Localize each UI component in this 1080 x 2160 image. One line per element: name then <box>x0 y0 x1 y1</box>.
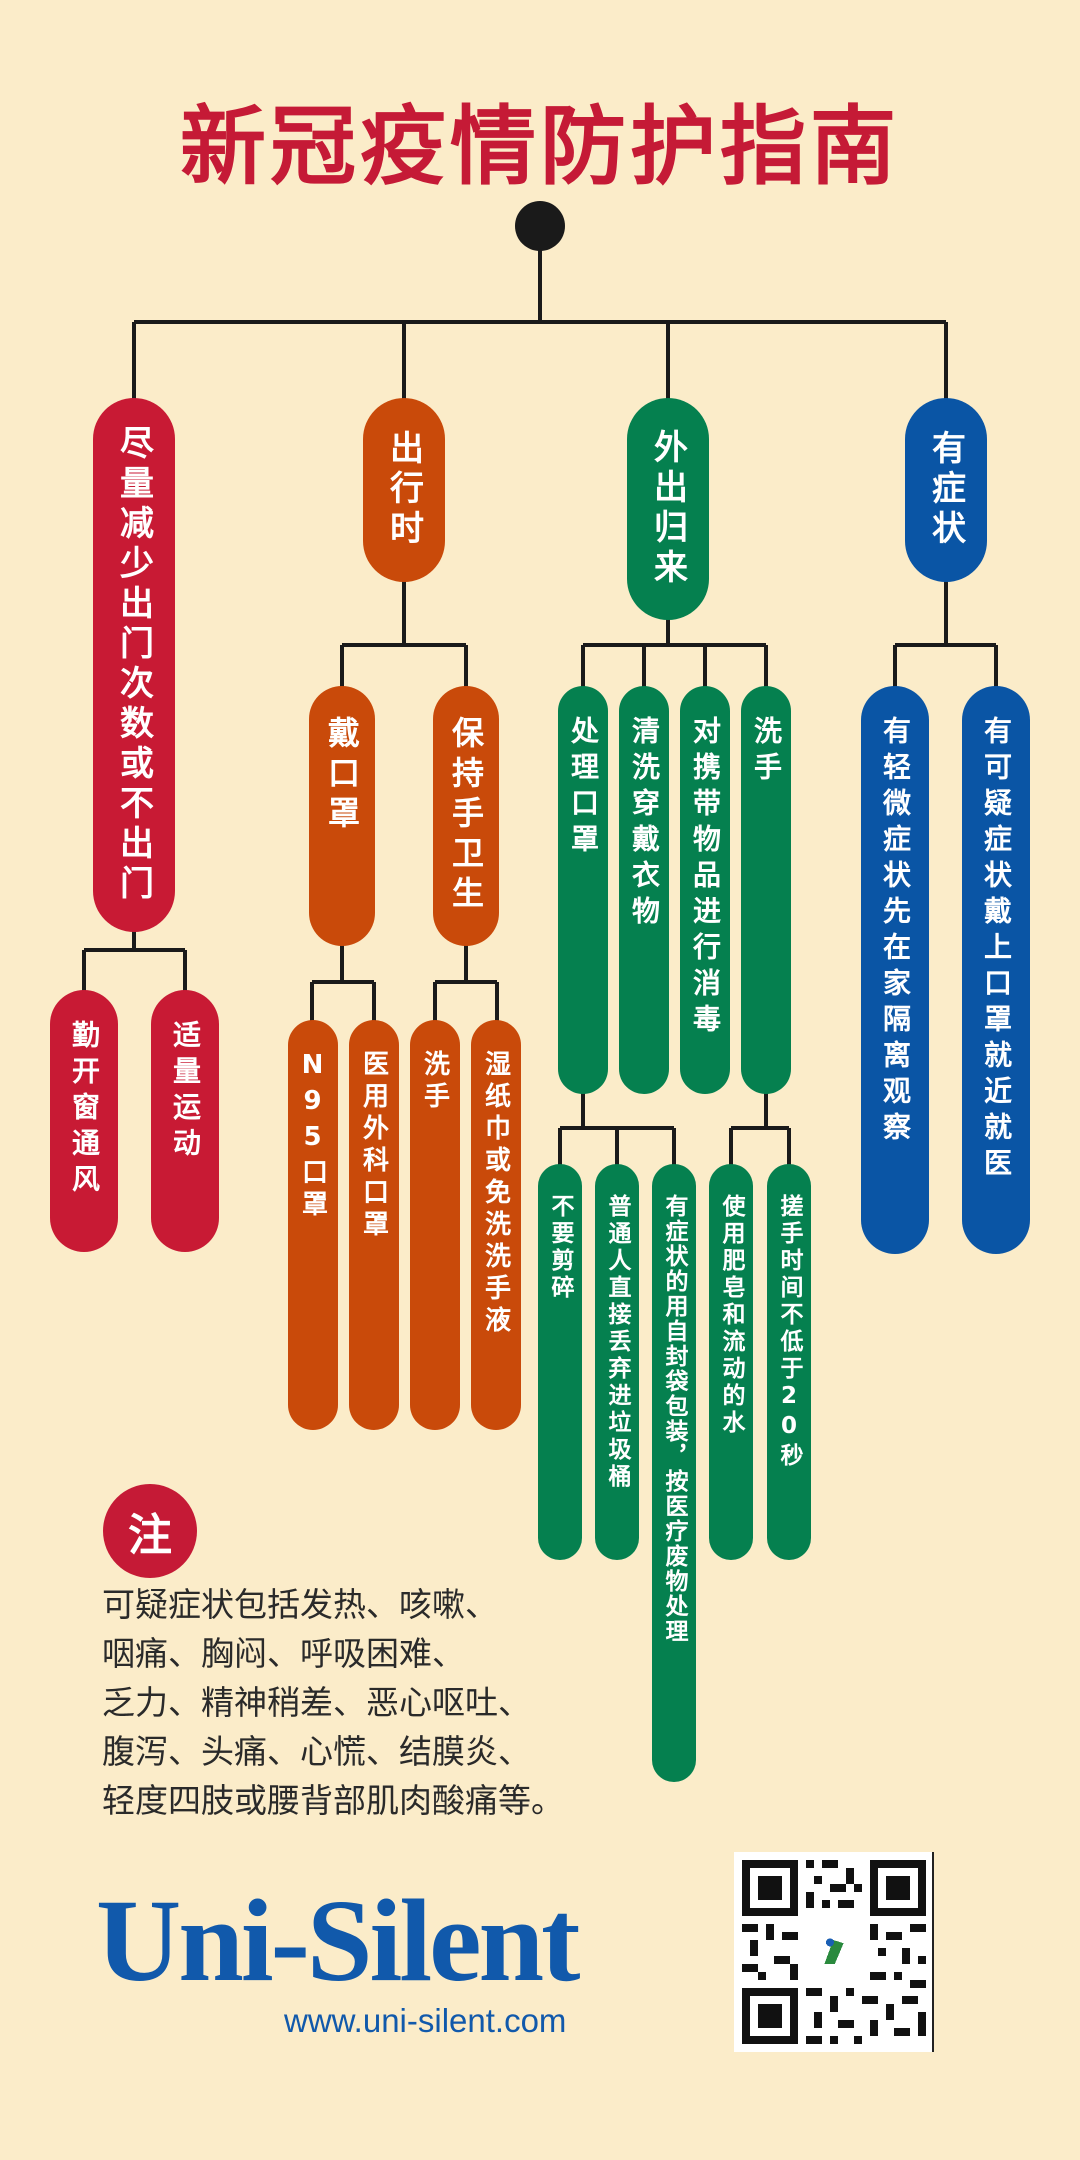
node-wash-hands: 洗手 <box>741 686 791 1094</box>
node-label: 洗手 <box>750 716 783 788</box>
qr-divider <box>932 1852 934 2052</box>
leaf-soap-water: 使用肥皂和流动的水 <box>709 1164 753 1560</box>
node-hand-hygiene: 保持手卫生 <box>433 686 499 946</box>
branch-label: 外出归来 <box>647 429 688 589</box>
node-handle-mask: 处理口罩 <box>558 686 608 1094</box>
node-label: 戴口罩 <box>323 716 361 836</box>
leaf-rub-20s: 搓手时间不低于20秒 <box>767 1164 811 1560</box>
node-label: 处理口罩 <box>567 716 600 860</box>
node-label: 保持手卫生 <box>447 716 485 916</box>
node-disinfect-items: 对携带物品进行消毒 <box>680 686 730 1094</box>
branch-symptoms: 有症状 <box>905 398 987 582</box>
leaf-wash-hands: 洗手 <box>410 1020 460 1430</box>
leaf-do-not-cut: 不要剪碎 <box>538 1164 582 1560</box>
node-label: 清洗穿戴衣物 <box>628 716 661 932</box>
node-label: 对携带物品进行消毒 <box>689 716 722 1040</box>
qr-code-icon <box>734 1852 934 2052</box>
leaf-label: 湿纸巾或免洗洗手液 <box>480 1050 511 1338</box>
note-text: 可疑症状包括发热、咳嗽、 咽痛、胸闷、呼吸困难、 乏力、精神稍差、恶心呕吐、 腹… <box>102 1585 564 1820</box>
branch-return-home: 外出归来 <box>627 398 709 620</box>
leaf-label: N95口罩 <box>297 1050 328 1222</box>
leaf-label: 有轻微症状先在家隔离观察 <box>879 716 912 1148</box>
leaf-discard-trash: 普通人直接丢弃进垃圾桶 <box>595 1164 639 1560</box>
leaf-label: 搓手时间不低于20秒 <box>776 1194 802 1470</box>
leaf-ventilate: 勤开窗通风 <box>50 990 118 1252</box>
page-title: 新冠疫情防护指南 <box>180 97 900 197</box>
leaf-label: 使用肥皂和流动的水 <box>718 1194 744 1437</box>
leaf-label: 不要剪碎 <box>547 1194 573 1302</box>
leaf-label: 有症状的用自封袋包装，按医疗废物处理 <box>661 1194 687 1644</box>
leaf-exercise: 适量运动 <box>151 990 219 1252</box>
branch-label: 尽量减少出门次数或不出门 <box>113 425 154 905</box>
note-badge: 注 <box>103 1484 197 1578</box>
leaf-label: 洗手 <box>419 1050 450 1114</box>
leaf-surgical-mask: 医用外科口罩 <box>349 1020 399 1430</box>
leaf-n95: N95口罩 <box>288 1020 338 1430</box>
branch-going-out: 出行时 <box>363 398 445 582</box>
node-wear-mask: 戴口罩 <box>309 686 375 946</box>
website-link[interactable]: www.uni-silent.com <box>284 2002 567 2039</box>
leaf-wipes-sanitizer: 湿纸巾或免洗洗手液 <box>471 1020 521 1430</box>
leaf-label: 有可疑症状戴上口罩就近就医 <box>980 716 1013 1184</box>
branch-label: 有症状 <box>925 430 966 550</box>
leaf-suspect-hospital: 有可疑症状戴上口罩就近就医 <box>962 686 1030 1254</box>
leaf-label: 适量运动 <box>169 1020 202 1164</box>
leaf-label: 医用外科口罩 <box>358 1050 389 1242</box>
brand-logo: Uni-Silent <box>96 1875 580 2006</box>
leaf-label: 勤开窗通风 <box>68 1020 101 1200</box>
leaf-label: 普通人直接丢弃进垃圾桶 <box>604 1194 630 1491</box>
branch-label: 出行时 <box>383 430 424 550</box>
leaf-medical-waste: 有症状的用自封袋包装，按医疗废物处理 <box>652 1164 696 1782</box>
branch-stay-home: 尽量减少出门次数或不出门 <box>93 398 175 932</box>
leaf-mild-isolate: 有轻微症状先在家隔离观察 <box>861 686 929 1254</box>
node-wash-clothes: 清洗穿戴衣物 <box>619 686 669 1094</box>
